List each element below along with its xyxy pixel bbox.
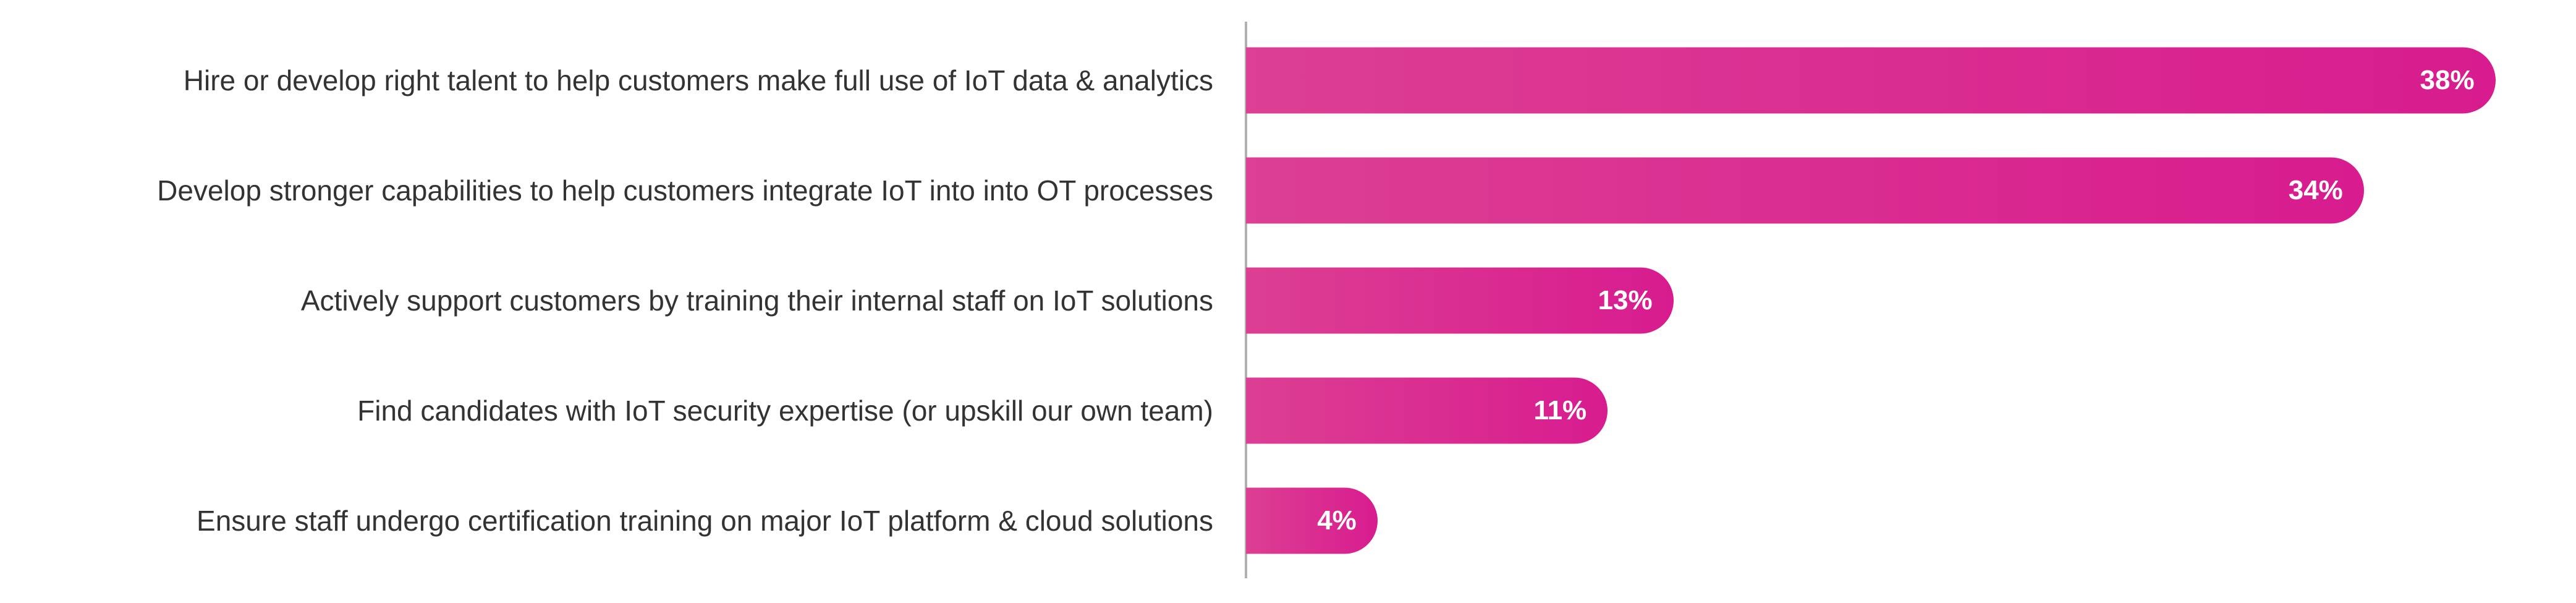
bar <box>1246 487 1378 554</box>
category-label: Actively support customers by training t… <box>300 284 1213 317</box>
category-label: Find candidates with IoT security expert… <box>357 395 1213 427</box>
bar <box>1246 377 1608 444</box>
bar-value-label: 34% <box>2288 175 2343 205</box>
bar-value-label: 13% <box>1598 285 1653 315</box>
category-label: Ensure staff undergo certification train… <box>197 505 1213 537</box>
bar <box>1246 157 2364 224</box>
category-label: Develop stronger capabilities to help cu… <box>157 174 1213 207</box>
bar-value-label: 38% <box>2420 65 2475 95</box>
bar-value-label: 4% <box>1317 505 1357 536</box>
bar <box>1246 267 1674 334</box>
category-label: Hire or develop right talent to help cus… <box>183 64 1213 96</box>
bar <box>1246 47 2496 114</box>
bar-value-label: 11% <box>1533 395 1587 426</box>
